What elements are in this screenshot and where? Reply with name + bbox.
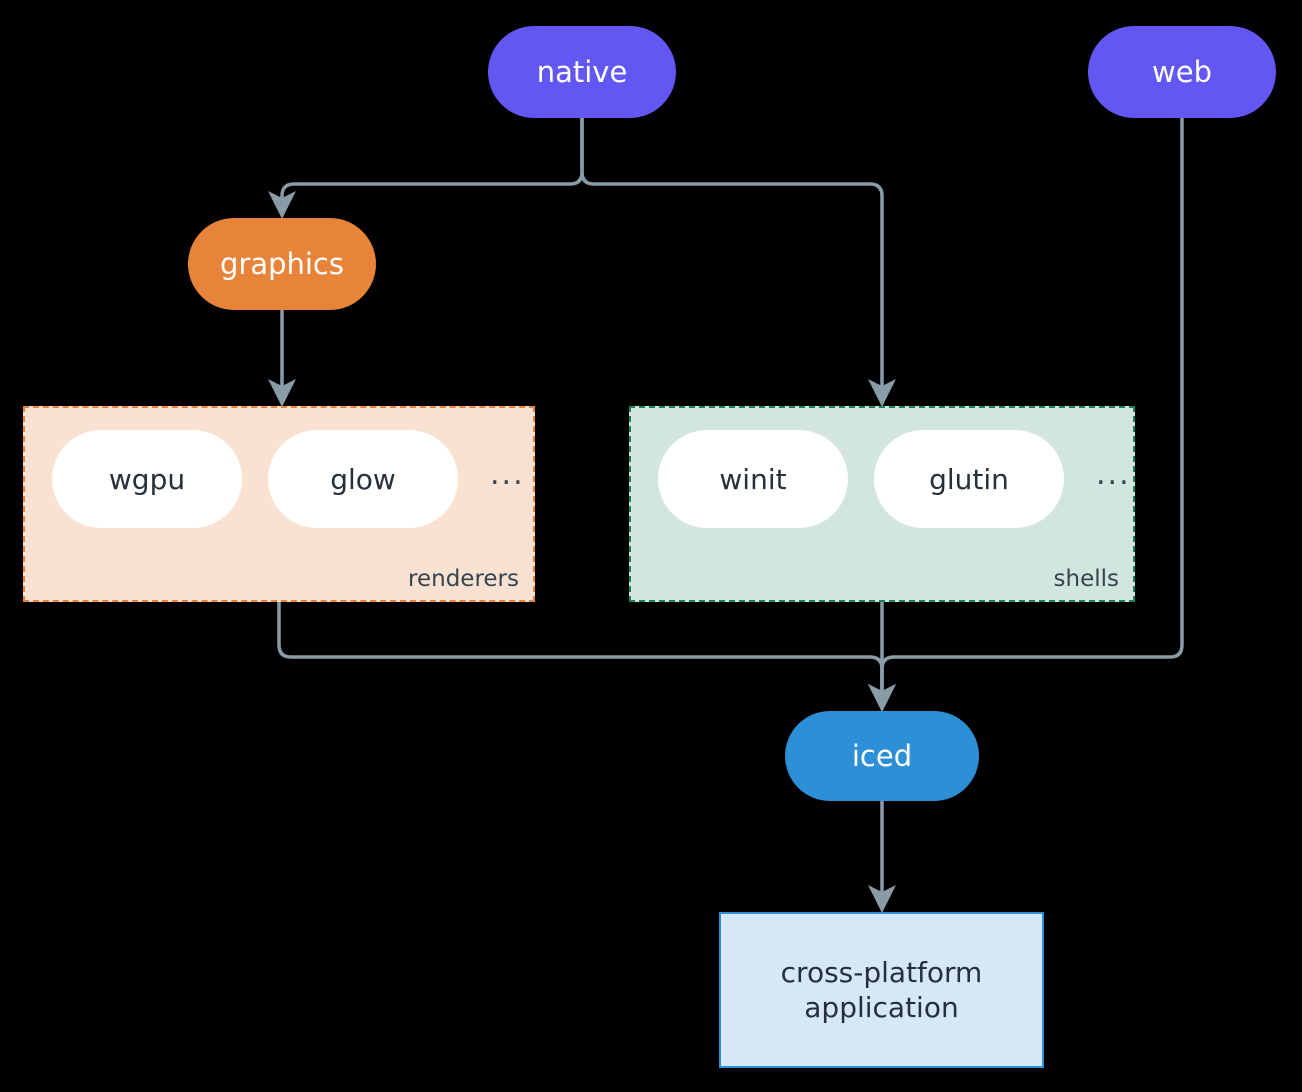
edge-renderers-to-iced <box>277 600 896 712</box>
cluster-shells: winit glutin ... shells <box>629 406 1135 602</box>
node-cross-platform-application[interactable]: cross-platform application <box>719 912 1044 1068</box>
node-wgpu-label: wgpu <box>108 462 186 496</box>
node-iced[interactable]: iced <box>785 711 979 801</box>
cluster-renderers: wgpu glow ... renderers <box>23 406 535 602</box>
node-native[interactable]: native <box>488 26 676 118</box>
edge-native-to-shells <box>580 116 896 407</box>
cluster-shells-label: shells <box>1053 566 1119 592</box>
edge-native-to-graphics <box>268 116 584 219</box>
cluster-shells-items: winit glutin ... <box>658 430 1131 528</box>
node-winit-label: winit <box>719 462 787 496</box>
node-web[interactable]: web <box>1088 26 1276 118</box>
node-native-label: native <box>536 54 628 89</box>
node-graphics-label: graphics <box>219 246 344 281</box>
application-label-line-1: cross-platform <box>780 956 983 989</box>
renderers-ellipsis: ... <box>490 456 525 492</box>
node-graphics[interactable]: graphics <box>188 218 376 310</box>
node-wgpu[interactable]: wgpu <box>52 430 242 528</box>
cluster-renderers-items: wgpu glow ... <box>52 430 525 528</box>
node-glow-label: glow <box>330 462 396 496</box>
node-web-label: web <box>1152 54 1212 89</box>
application-label-line-2: application <box>804 991 959 1024</box>
shells-ellipsis: ... <box>1096 456 1131 492</box>
node-glow[interactable]: glow <box>268 430 458 528</box>
cluster-renderers-label: renderers <box>408 566 519 592</box>
node-glutin-label: glutin <box>929 462 1009 496</box>
node-winit[interactable]: winit <box>658 430 848 528</box>
node-iced-label: iced <box>851 738 913 773</box>
node-glutin[interactable]: glutin <box>874 430 1064 528</box>
